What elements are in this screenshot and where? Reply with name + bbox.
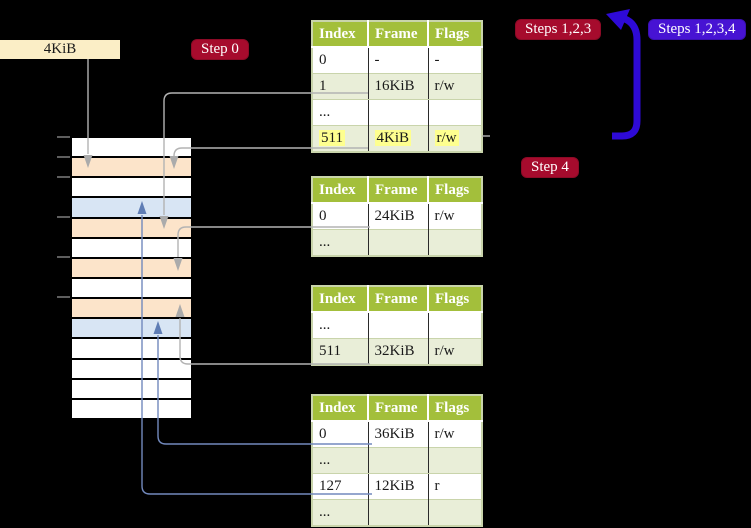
table-cell: r/w: [427, 73, 482, 100]
memory-row-white: [72, 357, 191, 378]
table-cell: [427, 229, 482, 257]
table-cell: 16KiB: [367, 73, 428, 100]
memory-row-peach: [72, 156, 191, 177]
table-cell: -: [367, 47, 428, 74]
table-cell: [427, 447, 482, 474]
column-header: Flags: [427, 177, 482, 204]
table-cell: ...: [312, 499, 368, 527]
memory-row-white: [72, 377, 191, 398]
memory-row-white: [72, 397, 191, 418]
table-cell: 12KiB: [367, 473, 428, 500]
memory-address-ticks: [57, 136, 70, 298]
badge-steps-1234: Steps 1,2,3,4: [648, 19, 746, 40]
column-header: Flags: [427, 395, 482, 422]
table-row: ...: [312, 312, 482, 339]
recursive-loop-arrow: [606, 9, 641, 140]
table-cell: 0: [312, 421, 368, 448]
memory-row-blue: [72, 317, 191, 338]
table-cell: [427, 499, 482, 527]
memory-row-white: [72, 337, 191, 358]
table-cell: 36KiB: [367, 421, 428, 448]
memory-row-white: [72, 236, 191, 257]
table-cell: ...: [312, 99, 368, 126]
column-header: Frame: [367, 177, 428, 204]
table-cell: [427, 312, 482, 339]
memory-row-peach: [72, 256, 191, 277]
table-cell: 0: [312, 203, 368, 230]
column-header: Flags: [427, 286, 482, 313]
table-cell: 127: [312, 473, 368, 500]
column-header: Index: [312, 21, 368, 48]
table-cell: r: [427, 473, 482, 500]
column-header: Index: [312, 286, 368, 313]
memory-row-blue: [72, 196, 191, 217]
table-cell: [367, 312, 428, 339]
table-cell: [367, 499, 428, 527]
table-cell: [427, 99, 482, 126]
column-header: Flags: [427, 21, 482, 48]
table-cell: 511: [312, 338, 368, 366]
table-row: ...: [312, 499, 482, 527]
memory-row-white: [72, 176, 191, 197]
memory-row-white: [72, 276, 191, 298]
table-cell: r/w: [427, 421, 482, 448]
table-row: ...: [312, 99, 482, 126]
table-cell: ...: [312, 447, 368, 474]
table-cell: [367, 99, 428, 126]
table-cell: [367, 447, 428, 474]
table-row: 0--: [312, 47, 482, 74]
column-header: Frame: [367, 21, 428, 48]
table-cell: [367, 229, 428, 257]
badge-step-4: Step 4: [521, 157, 579, 178]
table-cell: ...: [312, 312, 368, 339]
table-cell: ...: [312, 229, 368, 257]
badge-steps-123: Steps 1,2,3: [515, 19, 602, 40]
table-cell: 32KiB: [367, 338, 428, 366]
table-cell: r/w: [427, 203, 482, 230]
column-header: Frame: [367, 395, 428, 422]
table-cell: 511: [312, 125, 368, 153]
highlighted-value: r/w: [434, 130, 459, 146]
table-cell: 4KiB: [367, 125, 428, 153]
table-cell: 0: [312, 47, 368, 74]
table-cell: r/w: [427, 338, 482, 366]
table-row: ...: [312, 447, 482, 474]
column-header: Index: [312, 395, 368, 422]
table-row: 511 4KiB r/w: [312, 125, 482, 153]
memory-row-peach: [72, 297, 191, 318]
frame-4kib-label: 4KiB: [0, 40, 120, 59]
memory-row-white: [72, 138, 191, 157]
table-row: ...: [312, 229, 482, 257]
column-header: Frame: [367, 286, 428, 313]
highlighted-value: 511: [319, 130, 345, 146]
table-cell: 24KiB: [367, 203, 428, 230]
column-header: Index: [312, 177, 368, 204]
memory-row-peach: [72, 216, 191, 237]
physical-memory: [71, 137, 192, 419]
table-cell: r/w: [427, 125, 482, 153]
table-cell: -: [427, 47, 482, 74]
table-cell: 1: [312, 73, 368, 100]
highlighted-value: 4KiB: [374, 130, 412, 146]
badge-step-0: Step 0: [191, 39, 249, 60]
